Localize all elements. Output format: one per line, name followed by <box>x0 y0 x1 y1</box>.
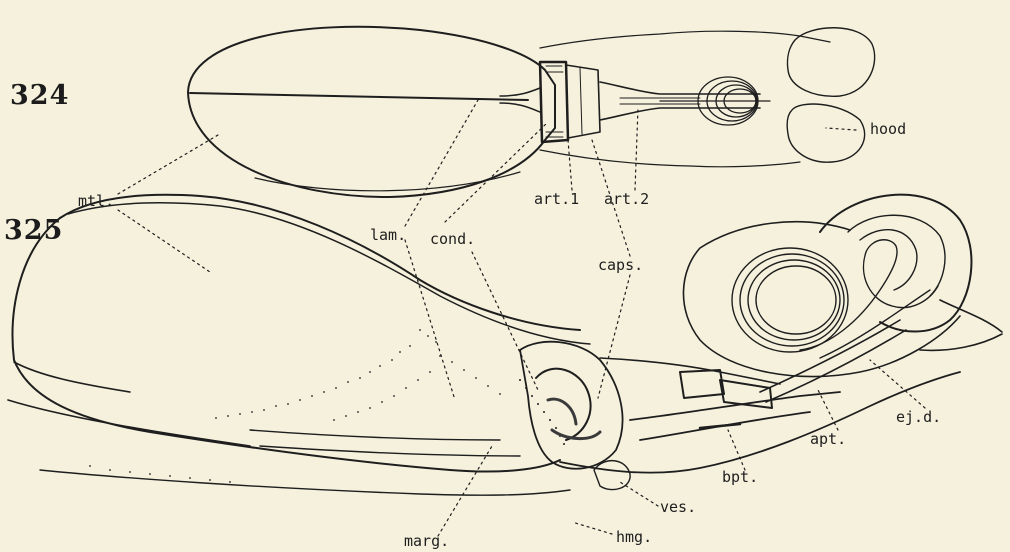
ventral-margin-line <box>8 362 250 446</box>
figure-number-325: 325 <box>4 215 63 246</box>
figure-324-drawing <box>188 27 875 197</box>
label-ves: ves. <box>660 498 696 516</box>
label-ejd: ej.d. <box>896 408 941 426</box>
label-mtl: mtl. <box>78 192 114 210</box>
condyle-lateral <box>536 369 591 440</box>
median-lobe-lateral <box>60 195 580 330</box>
label-hmg: hmg. <box>616 528 652 546</box>
label-bpt: bpt. <box>722 468 758 486</box>
leader-hood <box>826 128 856 130</box>
capsule-outline <box>520 342 623 469</box>
lamina-midline <box>190 93 528 100</box>
label-hood: hood <box>870 120 906 138</box>
leader-bpt <box>728 430 745 470</box>
leader-caps-325 <box>598 275 630 398</box>
outer-housing <box>540 31 830 167</box>
label-caps: caps. <box>598 256 643 274</box>
leader-cond-325 <box>472 252 538 390</box>
bpt-bar <box>700 424 740 428</box>
label-apt: apt. <box>810 430 846 448</box>
capsule-shading <box>548 399 600 438</box>
figure-number-324: 324 <box>10 80 69 111</box>
ejaculatory-duct-coil <box>732 240 938 358</box>
article-1-segment <box>566 65 600 138</box>
median-lobe-lateral-inner <box>68 203 590 344</box>
leader-cond-324 <box>445 122 548 222</box>
label-lam: lam. <box>370 226 406 244</box>
leader-apt <box>818 390 838 430</box>
hood-inner-flap <box>860 230 917 290</box>
label-art2: art.2 <box>604 190 649 208</box>
article-2-coil <box>660 77 770 125</box>
median-lobe-outline <box>188 27 555 197</box>
leader-art1 <box>568 140 572 190</box>
article-1-inner <box>580 68 582 134</box>
leader-lam-324 <box>405 100 478 226</box>
leader-mtl-324 <box>118 135 218 194</box>
internal-sac-outline <box>683 222 960 377</box>
leader-mtl-325 <box>118 210 210 272</box>
leader-hmg <box>572 522 612 534</box>
leader-ves <box>620 482 658 506</box>
leader-marg <box>438 446 492 536</box>
label-art1: art.1 <box>534 190 579 208</box>
lower-plate <box>40 470 570 495</box>
stipple-shading <box>89 329 565 483</box>
figure-325-drawing <box>8 195 1002 495</box>
leader-art2 <box>635 108 638 190</box>
hood-lobe-lower <box>787 104 864 162</box>
vesica-oval <box>594 461 630 490</box>
leader-lam-325 <box>405 240 455 400</box>
hood-lobe-upper <box>787 28 874 97</box>
label-marg: marg. <box>404 532 449 550</box>
median-lobe-ventral <box>13 218 560 472</box>
label-cond: cond. <box>430 230 475 248</box>
leader-ejd <box>870 360 925 408</box>
